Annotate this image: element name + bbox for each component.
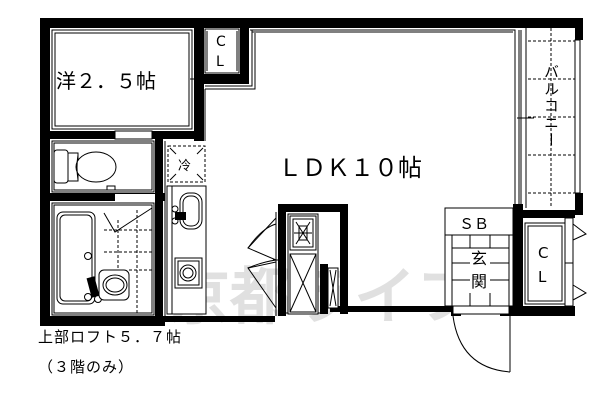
closet-right-l: L (538, 268, 547, 286)
floor-only-note: （３階のみ） (38, 358, 135, 376)
closet-right: C L (524, 217, 588, 307)
kitchen: 冷 (166, 145, 207, 315)
closet-top-l: L (216, 54, 224, 70)
balcony-label: バルコニー (542, 64, 560, 149)
entrance: ＳＢ 玄 関 (444, 207, 514, 373)
shoebox-label: ＳＢ (459, 215, 489, 233)
entrance-label-1: 玄 (471, 249, 487, 268)
western-room-label: 洋２．５帖 (56, 69, 156, 93)
balcony: バルコニー (517, 28, 581, 208)
washer-area (287, 213, 339, 315)
refrigerator-label: 冷 (178, 159, 191, 174)
bathroom (51, 202, 155, 316)
entrance-label-2: 関 (471, 272, 487, 291)
closet-right-c: C (538, 244, 548, 262)
ldk-label: ＬＤＫ１０帖 (278, 154, 422, 182)
closet-top: C L (204, 28, 240, 74)
loft-note: 上部ロフト５．７帖 (38, 328, 183, 346)
closet-top-c: C (216, 34, 226, 50)
toilet-room (51, 140, 155, 201)
hall-doors (247, 212, 284, 316)
western-room: 洋２．５帖 (51, 29, 201, 140)
